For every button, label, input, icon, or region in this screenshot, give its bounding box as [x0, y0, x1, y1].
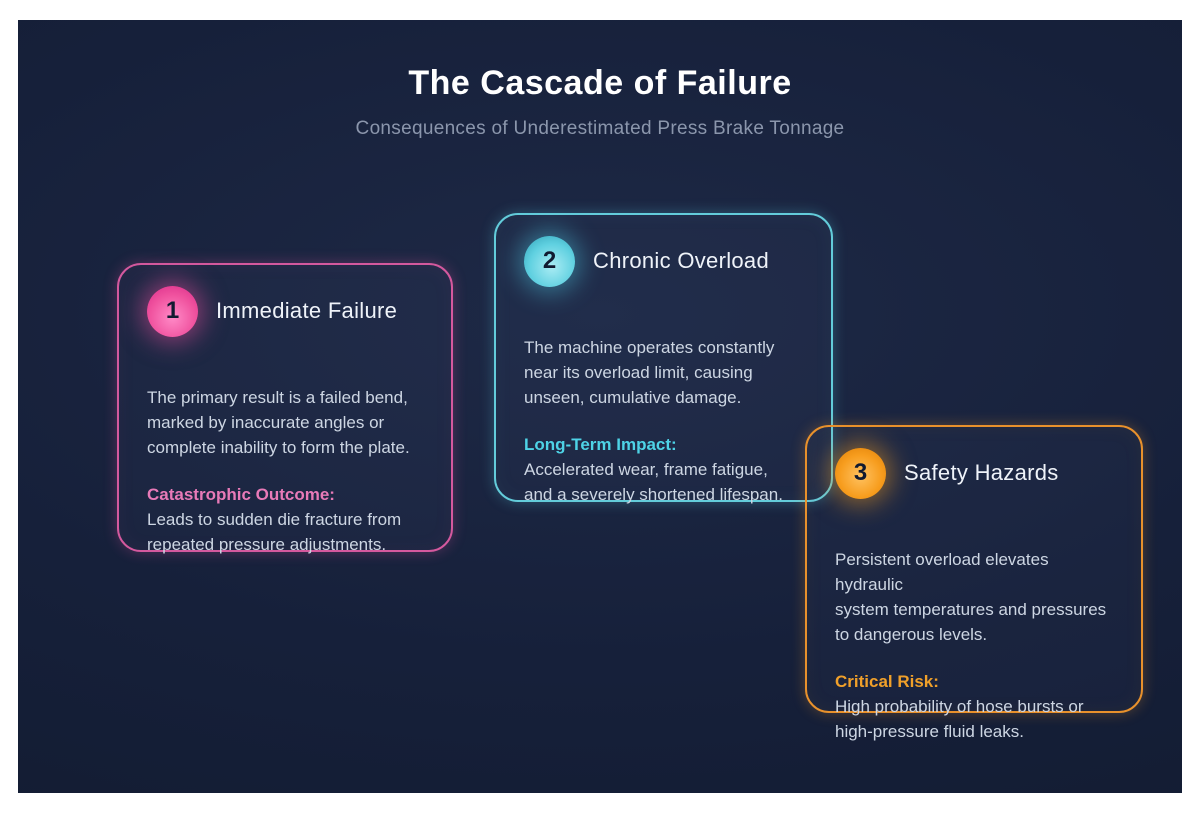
- step-number: 2: [542, 247, 557, 274]
- card-title: Immediate Failure: [216, 298, 398, 323]
- card-outcome: Critical Risk: High probability of hose …: [835, 669, 1113, 744]
- card-outcome-detail: High probability of hose bursts or high-…: [835, 697, 1084, 741]
- header: The Cascade of Failure Consequences of U…: [18, 20, 1182, 140]
- card-header: 3 Safety Hazards: [835, 447, 1113, 499]
- card-body-text: The machine operates constantly near its…: [524, 338, 775, 407]
- step-3-badge: 3: [835, 447, 886, 499]
- card-title: Chronic Overload: [593, 248, 769, 273]
- card-chronic-overload: 2 Chronic Overload The machine operates …: [494, 213, 833, 504]
- card-safety-hazards: 3 Safety Hazards Persistent overload ele…: [805, 425, 1143, 741]
- step-1-badge: 1: [147, 285, 198, 337]
- card-outcome-label: Long-Term Impact:: [524, 435, 677, 454]
- card-outcome-detail: Leads to sudden die fracture from repeat…: [147, 510, 402, 554]
- page-subtitle: Consequences of Underestimated Press Bra…: [355, 118, 845, 139]
- card-outcome: Long-Term Impact: Accelerated wear, fram…: [524, 432, 803, 507]
- page-title: The Cascade of Failure: [408, 64, 792, 102]
- card-body-text: The primary result is a failed bend, mar…: [147, 388, 410, 457]
- card-outcome-label: Critical Risk:: [835, 672, 939, 691]
- card-outcome-label: Catastrophic Outcome:: [147, 485, 335, 504]
- card-outcome: Catastrophic Outcome: Leads to sudden di…: [147, 482, 423, 557]
- infographic-canvas: The Cascade of Failure Consequences of U…: [18, 20, 1182, 793]
- card-outcome-detail: Accelerated wear, frame fatigue, and a s…: [524, 460, 783, 504]
- card-header: 2 Chronic Overload: [524, 235, 803, 287]
- step-number: 3: [853, 459, 868, 486]
- card-title: Safety Hazards: [904, 460, 1059, 485]
- card-body-text: Persistent overload elevates hydraulic s…: [835, 550, 1107, 644]
- step-2-badge: 2: [524, 235, 575, 287]
- card-header: 1 Immediate Failure: [147, 285, 423, 337]
- card-immediate-failure: 1 Immediate Failure The primary result i…: [117, 263, 453, 554]
- step-number: 1: [165, 297, 180, 324]
